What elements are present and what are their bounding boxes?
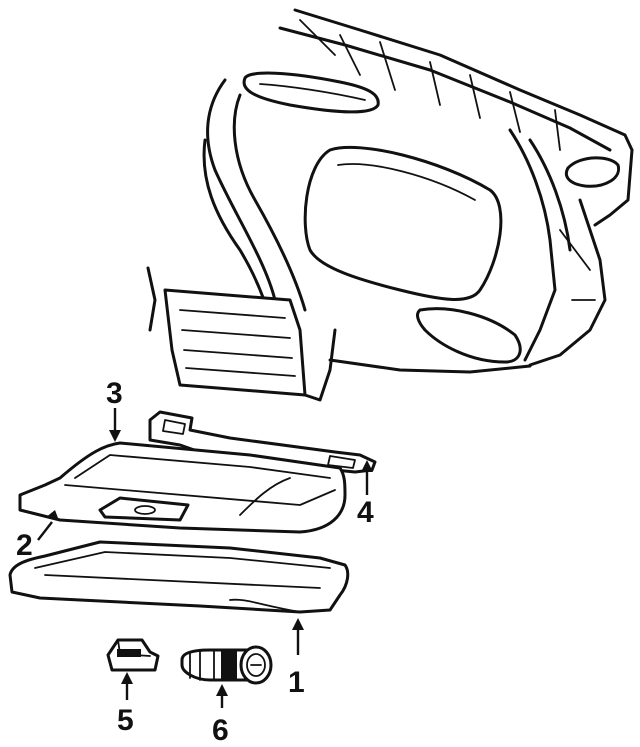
callout-5: 5	[117, 704, 134, 737]
part-1-glovebox-door	[8, 540, 350, 614]
part-5-bumper	[106, 638, 160, 672]
part-6-lock-cylinder	[180, 645, 273, 685]
callout-1: 1	[288, 666, 305, 699]
instrument-panel	[146, 8, 634, 402]
part-2-glovebox-housing	[18, 441, 347, 534]
callout-leaders	[37, 408, 373, 708]
callout-4: 4	[357, 496, 374, 529]
callout-3: 3	[106, 377, 123, 410]
callout-2: 2	[16, 529, 33, 562]
callout-6: 6	[212, 714, 229, 747]
callout-labels: 3 4 2 1 5 6	[16, 377, 374, 747]
